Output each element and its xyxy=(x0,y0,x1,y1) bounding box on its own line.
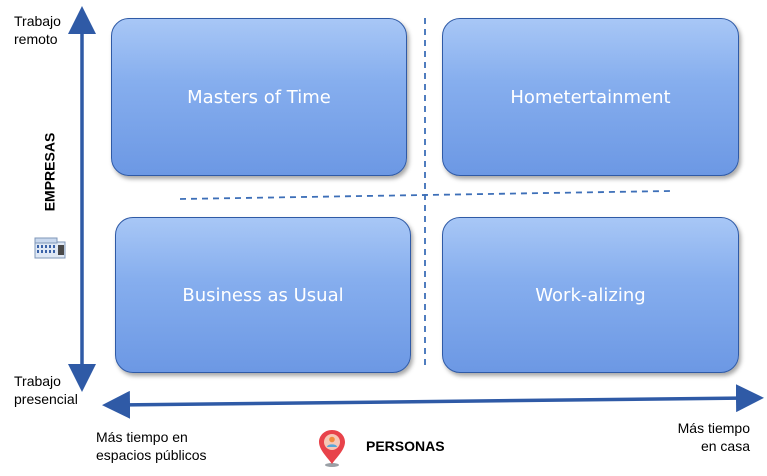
quadrant-top-right: Hometertainment xyxy=(442,18,739,176)
horizontal-right-label: Más tiempo en casa xyxy=(640,419,750,455)
vertical-top-label-line1: Trabajo xyxy=(14,13,61,29)
quadrant-top-left: Masters of Time xyxy=(111,18,407,176)
horizontal-right-label-line2: en casa xyxy=(700,438,750,454)
quadrant-bottom-right-label: Work-alizing xyxy=(535,284,646,306)
horizontal-left-label: Más tiempo en espacios públicos xyxy=(96,428,207,464)
horizontal-axis-arrow xyxy=(102,384,764,419)
vertical-bottom-label-line1: Trabajo xyxy=(14,373,61,389)
vertical-top-label-line2: remoto xyxy=(14,31,58,47)
vertical-axis-title: EMPRESAS xyxy=(36,122,62,222)
quadrant-bottom-right: Work-alizing xyxy=(442,217,739,373)
quadrant-top-left-label: Masters of Time xyxy=(187,86,331,108)
quadrant-bottom-left-label: Business as Usual xyxy=(182,284,344,306)
horizontal-right-label-line1: Más tiempo xyxy=(677,420,750,436)
horizontal-dashed-divider xyxy=(179,190,671,200)
vertical-top-label: Trabajo remoto xyxy=(14,12,61,48)
quadrant-top-right-label: Hometertainment xyxy=(510,86,671,108)
horizontal-left-label-line1: Más tiempo en xyxy=(96,429,188,445)
location-pin-person-icon xyxy=(319,430,345,467)
horizontal-left-label-line2: espacios públicos xyxy=(96,447,207,463)
building-icon xyxy=(34,237,66,259)
vertical-bottom-label-line2: presencial xyxy=(14,391,78,407)
quadrant-bottom-left: Business as Usual xyxy=(115,217,411,373)
vertical-axis-title-text: EMPRESAS xyxy=(41,132,58,212)
vertical-bottom-label: Trabajo presencial xyxy=(14,372,78,408)
horizontal-axis-title: PERSONAS xyxy=(366,438,445,454)
